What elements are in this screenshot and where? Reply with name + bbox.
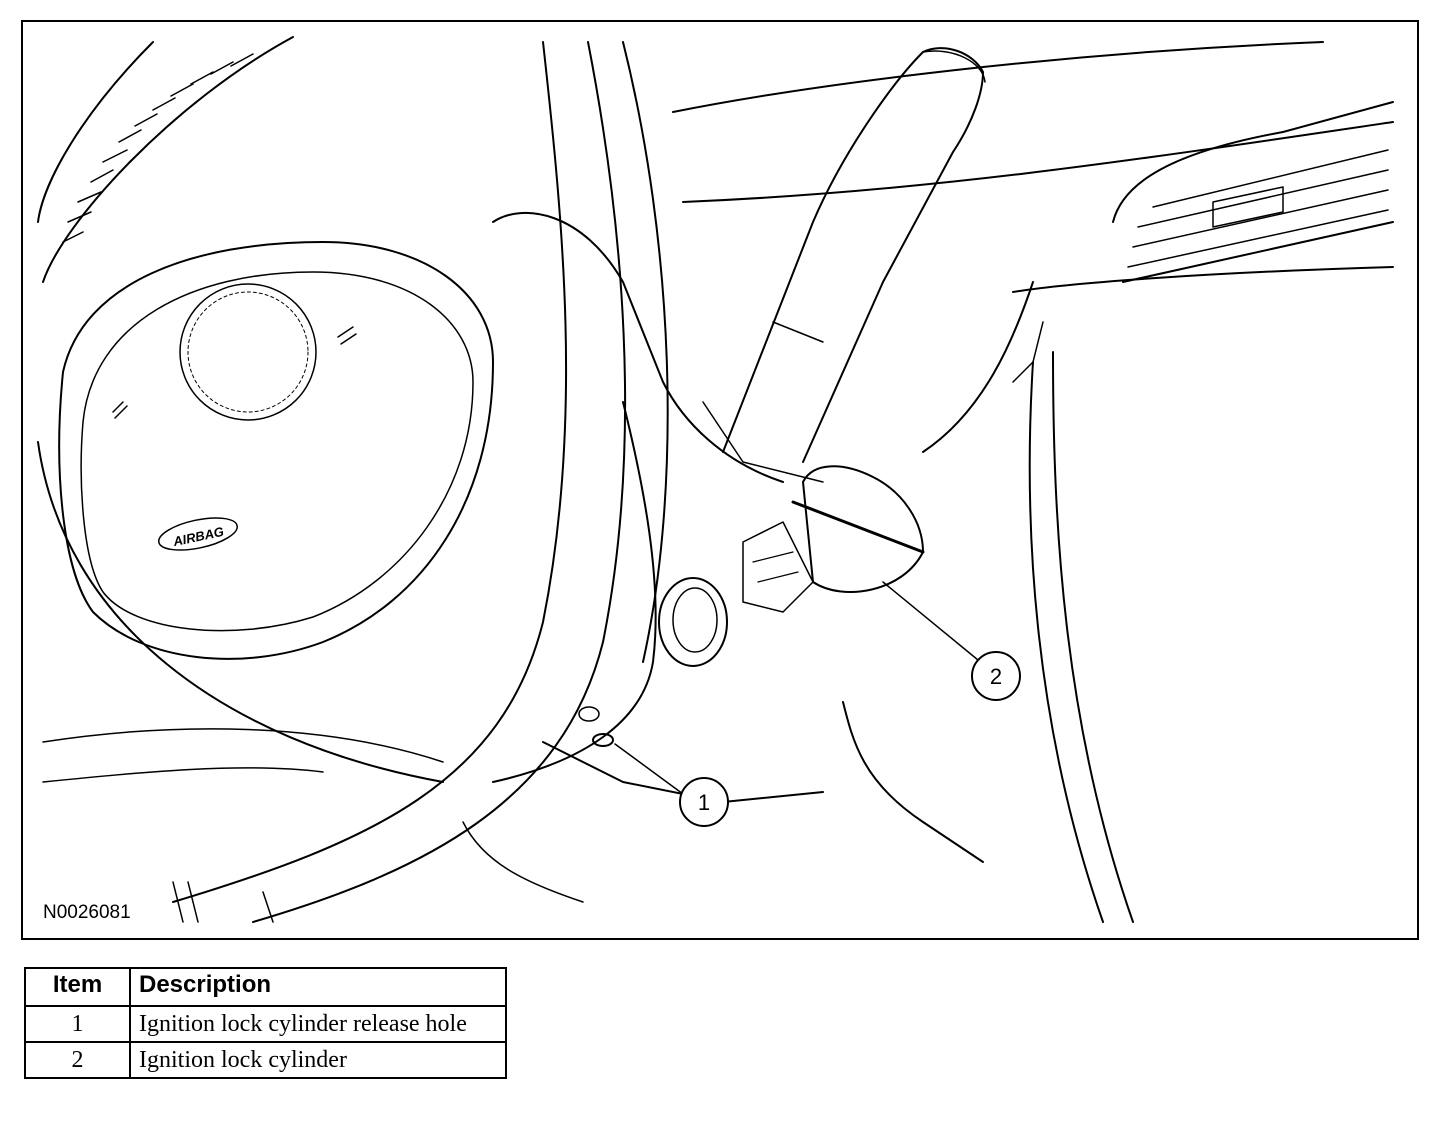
callout-2: 2: [971, 651, 1021, 701]
legend-header-row: Item Description: [24, 967, 507, 1007]
figure-frame: AIRBAG: [21, 20, 1419, 940]
airbag-label: AIRBAG: [171, 524, 225, 550]
column-shroud: [492, 211, 824, 803]
legend-header-item: Item: [24, 967, 131, 1007]
turn-signal-stalk: [722, 47, 986, 463]
instrument-panel: [672, 41, 1394, 923]
legend-table: Item Description 1 Ignition lock cylinde…: [24, 967, 507, 1079]
legend-item-number: 1: [24, 1005, 131, 1043]
release-hole: [578, 706, 614, 747]
legend-header-description: Description: [129, 967, 507, 1007]
steering-column-illustration: AIRBAG: [37, 36, 1394, 923]
ignition-lock-cylinder: [742, 465, 925, 613]
callout-1: 1: [679, 777, 729, 827]
airbag-hub: AIRBAG: [58, 241, 494, 660]
table-row: 2 Ignition lock cylinder: [24, 1041, 507, 1079]
ignition-bore: [658, 577, 728, 667]
figure-id-label: N0026081: [43, 902, 131, 923]
legend-item-description: Ignition lock cylinder: [129, 1041, 507, 1079]
legend-item-description: Ignition lock cylinder release hole: [129, 1005, 507, 1043]
air-vent: [1112, 101, 1394, 283]
callout-2-number: 2: [990, 664, 1002, 689]
callout-leaders: [614, 581, 979, 795]
steering-wheel: [37, 36, 669, 923]
legend-item-number: 2: [24, 1041, 131, 1079]
lower-panel: [42, 728, 584, 923]
callout-1-number: 1: [698, 790, 710, 815]
table-row: 1 Ignition lock cylinder release hole: [24, 1005, 507, 1043]
